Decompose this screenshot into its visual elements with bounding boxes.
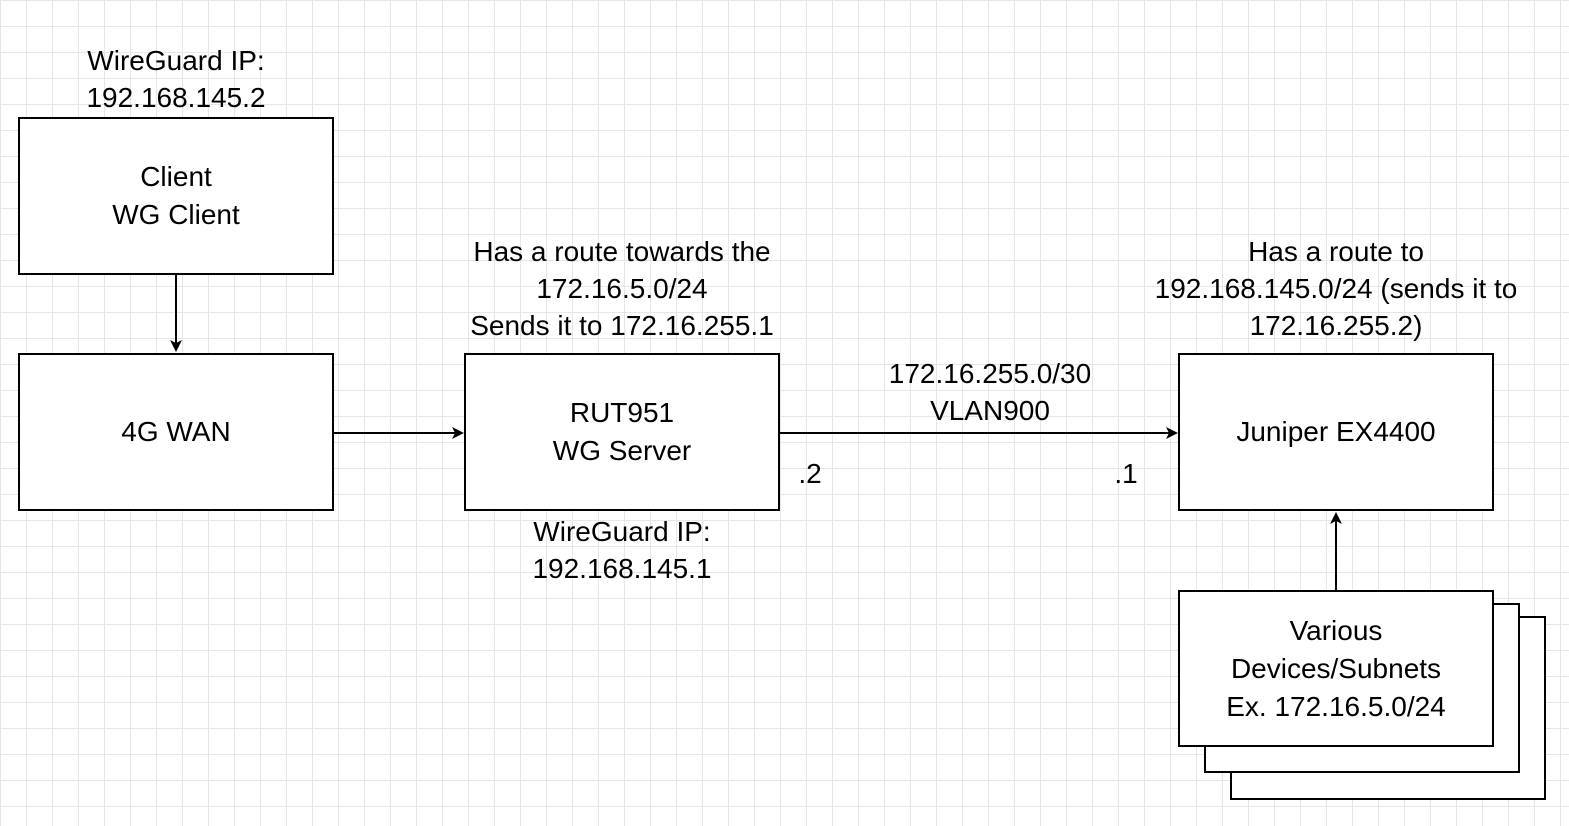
- client-ip-heading: WireGuard IP:: [87, 45, 265, 76]
- rut-route-line3: Sends it to 172.16.255.1: [470, 310, 774, 341]
- client-ip-value: 192.168.145.2: [86, 82, 266, 113]
- devices-node-line3: Ex. 172.16.5.0/24: [1226, 690, 1446, 722]
- client-wireguard-ip-label: WireGuard IP: 192.168.145.2: [26, 42, 326, 116]
- devices-node-line2: Devices/Subnets: [1230, 652, 1442, 684]
- rut-route-line1: Has a route towards the: [473, 236, 771, 267]
- juniper-route-line2: 192.168.145.0/24 (sends it to: [1154, 273, 1518, 304]
- juniper-node[interactable]: Juniper EX4400: [1178, 353, 1494, 511]
- rut-node-title: RUT951: [569, 397, 675, 428]
- wan-node[interactable]: 4G WAN: [18, 353, 334, 511]
- wan-node-label: 4G WAN: [121, 416, 231, 447]
- devices-node[interactable]: Various Devices/Subnets Ex. 172.16.5.0/2…: [1178, 590, 1494, 747]
- link-subnet-label: 172.16.255.0/30 VLAN900: [840, 355, 1140, 429]
- client-node[interactable]: Client WG Client: [18, 117, 334, 275]
- link-vlan-value: VLAN900: [930, 395, 1050, 426]
- client-node-subtitle: WG Client: [112, 199, 240, 230]
- juniper-interface-ip-label: .1: [1114, 458, 1138, 489]
- devices-node-line1: Various: [1289, 614, 1383, 646]
- link-subnet-value: 172.16.255.0/30: [888, 358, 1092, 389]
- rut-route-label: Has a route towards the 172.16.5.0/24 Se…: [422, 233, 822, 344]
- juniper-route-line1: Has a route to: [1248, 236, 1424, 267]
- juniper-route-line3: 172.16.255.2): [1249, 310, 1423, 341]
- rut-ip-value: 192.168.145.1: [532, 553, 712, 584]
- juniper-route-label: Has a route to 192.168.145.0/24 (sends i…: [1116, 233, 1556, 344]
- rut-wireguard-ip-label: WireGuard IP: 192.168.145.1: [472, 513, 772, 587]
- juniper-node-label: Juniper EX4400: [1236, 416, 1436, 447]
- rut-ip-heading: WireGuard IP:: [533, 516, 711, 547]
- rut-node[interactable]: RUT951 WG Server: [464, 353, 780, 511]
- rut-route-line2: 172.16.5.0/24: [536, 273, 708, 304]
- rut-interface-ip-label: .2: [798, 458, 822, 489]
- rut-node-subtitle: WG Server: [552, 435, 692, 466]
- client-node-title: Client: [140, 161, 212, 192]
